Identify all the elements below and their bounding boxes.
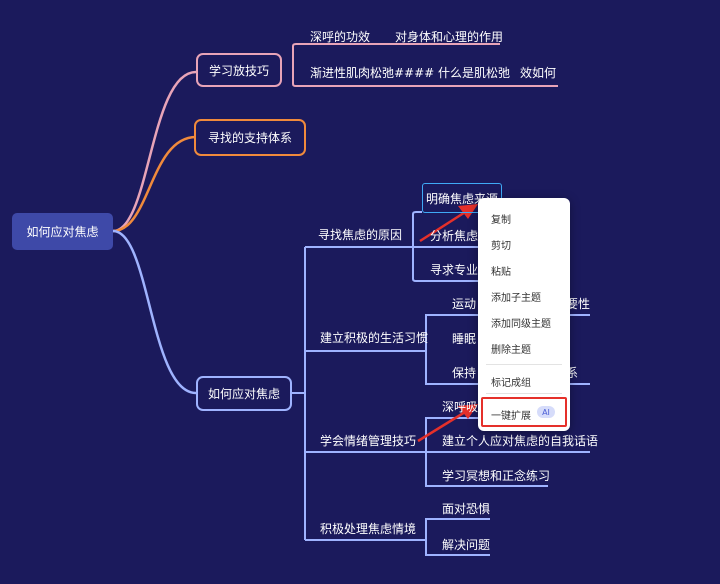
causes-node[interactable]: 寻找焦虑的原因: [318, 228, 403, 242]
menu-item-add-sibling-topic[interactable]: 添加同级主题: [491, 319, 551, 330]
emotion-child-self-talk[interactable]: 建立个人应对焦虑的自我话语: [442, 434, 599, 448]
menu-item-mark-group[interactable]: 标记成组: [491, 378, 531, 389]
menu-separator-2: [486, 393, 562, 394]
handle-node[interactable]: 积极处理焦虑情境: [320, 522, 417, 536]
menu-item-cut[interactable]: 剪切: [491, 241, 511, 252]
menu-item-copy[interactable]: 复制: [491, 215, 511, 226]
habits-child-exercise[interactable]: 运动: [452, 297, 477, 311]
root-node[interactable]: 如何应对焦虑: [12, 213, 113, 250]
habits-child-exercise-tail[interactable]: 要性: [566, 297, 591, 311]
branch-cope-label: 如何应对焦虑: [207, 387, 280, 401]
causes-child-2[interactable]: 分析焦虑: [430, 229, 479, 243]
menu-item-paste[interactable]: 粘贴: [491, 267, 511, 278]
emotion-child-breathe[interactable]: 深呼吸: [442, 400, 479, 414]
handle-child-solve[interactable]: 解决问题: [442, 538, 491, 552]
menu-item-one-click-expand[interactable]: 一键扩展: [491, 411, 531, 422]
emotion-node[interactable]: 学会情绪管理技巧: [320, 434, 417, 448]
branch-support-label: 寻找的支持体系: [207, 131, 292, 145]
habits-child-sleep[interactable]: 睡眠: [452, 332, 477, 346]
menu-item-delete-topic[interactable]: 删除主题: [491, 345, 531, 356]
root-label: 如何应对焦虑: [26, 225, 99, 239]
causes-child-3[interactable]: 寻求专业: [430, 263, 479, 277]
ai-expand-highlight: [481, 397, 567, 427]
study-child-2[interactable]: 对身体和心理的作用: [395, 30, 504, 44]
branch-study-label: 学习放技巧: [208, 63, 269, 78]
branch-cope-node[interactable]: 如何应对焦虑: [196, 376, 292, 411]
study-child-3[interactable]: 渐进性肌肉松弛#### 什么是肌松弛: [310, 66, 511, 80]
context-menu: 复制 剪切 粘贴 添加子主题 添加同级主题 删除主题 标记成组 一键扩展 AI: [478, 198, 570, 431]
habits-node[interactable]: 建立积极的生活习惯: [320, 331, 429, 345]
habits-child-keep[interactable]: 保持: [452, 366, 477, 380]
menu-item-add-child-topic[interactable]: 添加子主题: [491, 293, 541, 304]
emotion-child-meditation[interactable]: 学习冥想和正念练习: [442, 469, 551, 483]
handle-child-fear[interactable]: 面对恐惧: [442, 502, 491, 516]
study-child-1[interactable]: 深呼的功效: [310, 30, 371, 44]
menu-separator: [486, 364, 562, 365]
branch-support-node[interactable]: 寻找的支持体系: [194, 119, 306, 156]
ai-badge: AI: [537, 406, 555, 418]
branch-study-node[interactable]: 学习放技巧: [196, 53, 282, 87]
study-child-4[interactable]: 效如何: [520, 66, 557, 80]
